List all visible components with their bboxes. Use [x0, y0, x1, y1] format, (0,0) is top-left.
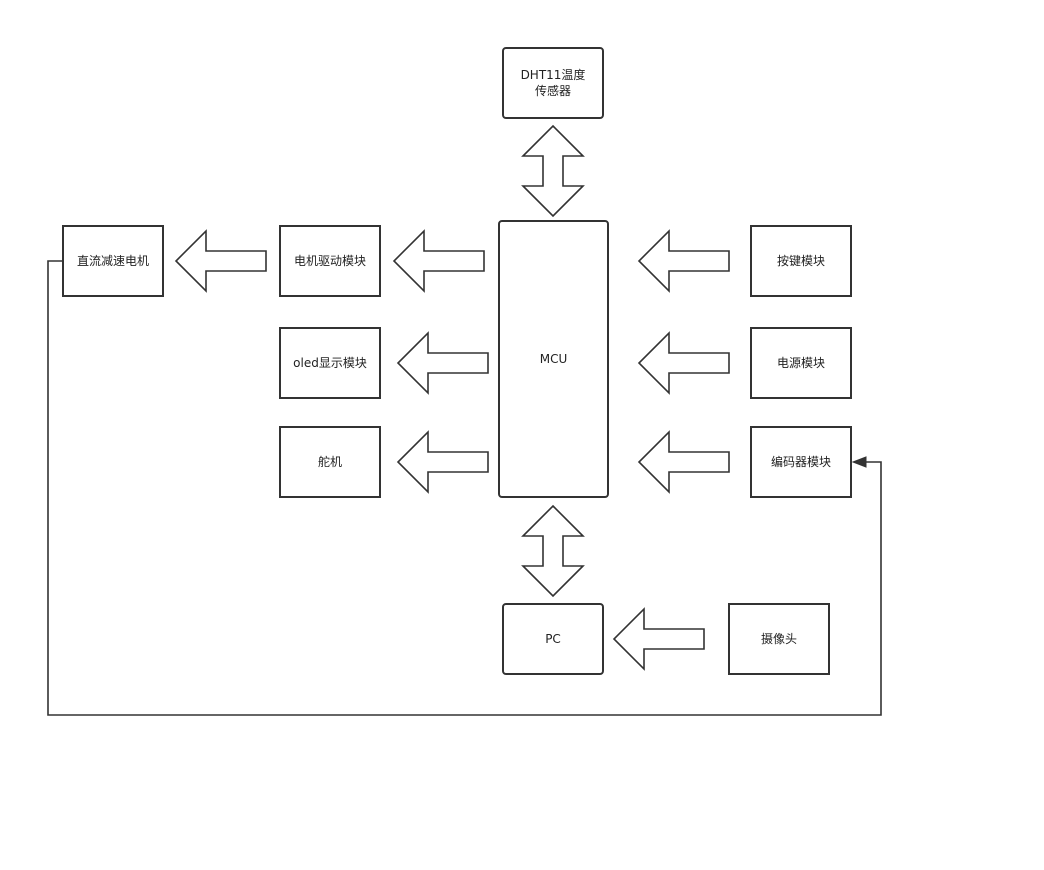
node-oled-label: oled显示模块: [293, 356, 367, 370]
node-pc: PC: [502, 603, 604, 675]
connector-arrowhead: [851, 456, 867, 468]
node-motor-driver: 电机驱动模块: [279, 225, 381, 297]
node-dht11-label: DHT11温度 传感器: [520, 68, 586, 98]
node-servo-label: 舵机: [317, 455, 342, 469]
node-mcu-label: MCU: [539, 352, 568, 366]
arrow-driver-to-motor: [174, 229, 267, 293]
node-encoder-label: 编码器模块: [770, 455, 831, 469]
node-keys: 按键模块: [750, 225, 852, 297]
node-power: 电源模块: [750, 327, 852, 399]
node-pc-label: PC: [545, 632, 561, 646]
node-camera-label: 摄像头: [760, 632, 797, 646]
node-mcu: MCU: [498, 220, 609, 498]
node-keys-label: 按键模块: [776, 254, 825, 268]
arrow-power-to-mcu: [637, 331, 730, 395]
arrow-mcu-to-oled: [396, 331, 489, 395]
arrow-camera-to-pc: [612, 607, 705, 671]
arrow-dht11-mcu: [521, 124, 585, 218]
node-motor-driver-label: 电机驱动模块: [293, 254, 366, 268]
connector-motor-to-encoder: [47, 260, 882, 716]
arrow-mcu-to-servo: [396, 430, 489, 494]
node-servo: 舵机: [279, 426, 381, 498]
node-camera: 摄像头: [728, 603, 830, 675]
node-motor: 直流减速电机: [62, 225, 164, 297]
node-dht11: DHT11温度 传感器: [502, 47, 604, 119]
node-power-label: 电源模块: [776, 356, 825, 370]
arrow-encoder-to-mcu: [637, 430, 730, 494]
arrow-keys-to-mcu: [637, 229, 730, 293]
node-encoder: 编码器模块: [750, 426, 852, 498]
node-motor-label: 直流减速电机: [76, 254, 149, 268]
arrow-mcu-to-driver: [392, 229, 485, 293]
node-oled: oled显示模块: [279, 327, 381, 399]
arrow-mcu-pc: [521, 504, 585, 598]
